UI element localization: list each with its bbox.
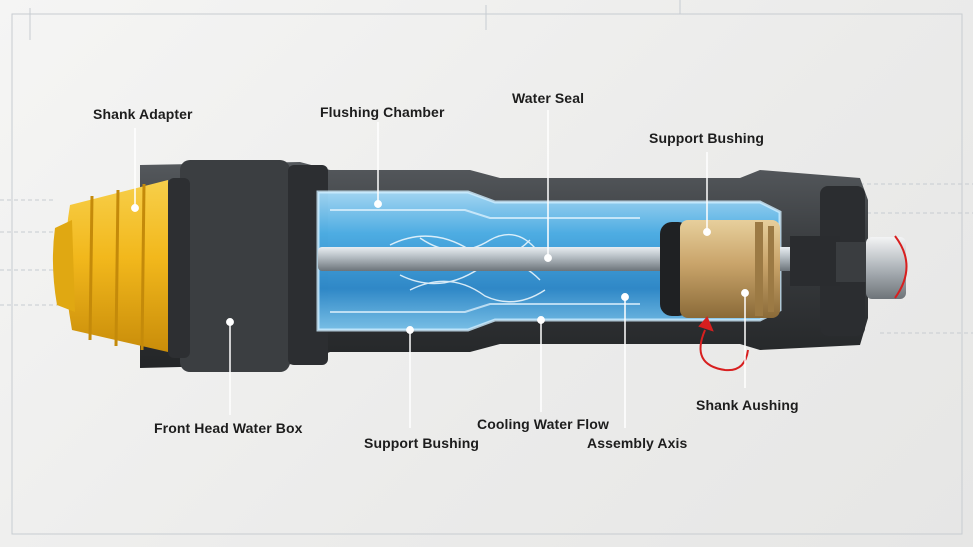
label-front-head-water-box: Front Head Water Box <box>154 420 303 436</box>
label-cooling-water-flow: Cooling Water Flow <box>477 416 609 432</box>
label-shank-aushing: Shank Aushing <box>696 397 799 413</box>
label-assembly-axis: Assembly Axis <box>587 435 688 451</box>
background-frame-lines <box>0 0 973 535</box>
label-flushing-chamber: Flushing Chamber <box>320 104 445 120</box>
label-shank-adapter: Shank Adapter <box>93 106 193 122</box>
label-support-bushing-bottom: Support Bushing <box>364 435 480 451</box>
label-water-seal: Water Seal <box>512 90 585 106</box>
output-shaft <box>790 236 906 299</box>
support-bushing <box>660 220 780 318</box>
leader-lines <box>131 110 749 428</box>
shank-adapter-cap <box>52 180 168 352</box>
label-support-bushing-top: Support Bushing <box>649 130 765 146</box>
